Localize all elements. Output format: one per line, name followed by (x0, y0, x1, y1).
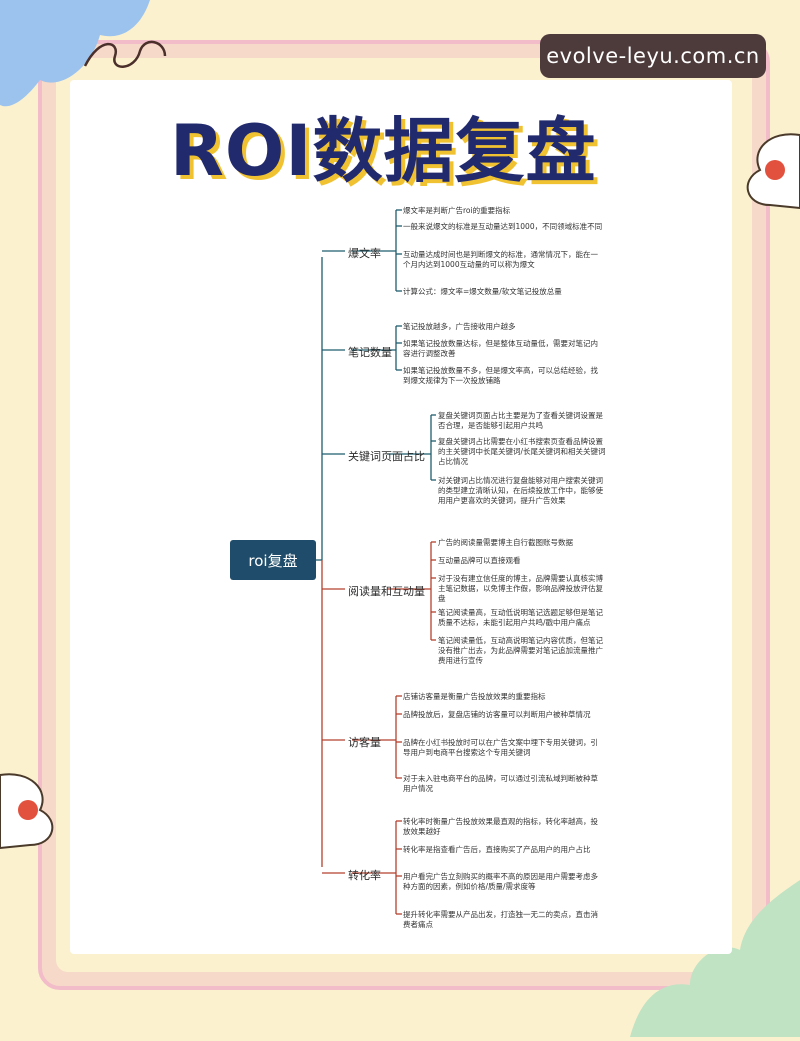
leaf-item: 笔记投放越多，广告接收用户越多 (403, 322, 516, 331)
branch-label: 关键词页面占比 (348, 450, 425, 463)
leaf-item: 用户看完广告立刻购买的概率不高的原因是用户需要考虑多种方面的因素，例如价格/质量… (403, 872, 598, 891)
branch-label: 爆文率 (348, 247, 381, 260)
branch-label: 阅读量和互动量 (348, 585, 425, 598)
leaf-item: 转化率时衡量广告投放效果最直观的指标，转化率越高，投放效果越好 (403, 817, 598, 836)
leaf-item: 对于没有建立信任度的博主，品牌需要认真核实博主笔记数据，以免博主作假，影响品牌投… (438, 574, 603, 603)
leaf-item: 一般来说爆文的标准是互动量达到1000，不同领域标准不同 (403, 222, 603, 231)
leaf-item: 爆文率是判断广告roi的重要指标 (403, 206, 511, 215)
leaf-item: 对于未入驻电商平台的品牌，可以通过引流私域判断被种草用户情况 (403, 774, 598, 793)
branch-label: 转化率 (348, 869, 381, 882)
leaf-item: 互动量达成时间也是判断爆文的标准，通常情况下，能在一个月内达到1000互动量的可… (403, 250, 598, 269)
branch-label: 访客量 (348, 736, 381, 749)
leaf-item: 对关键词占比情况进行复盘能够对用户搜索关键词的类型建立清晰认知，在后续投放工作中… (438, 476, 603, 505)
flower-icon-right (730, 130, 800, 210)
root-node: roi复盘 (230, 540, 316, 580)
blue-blob-decoration (0, 0, 160, 120)
leaf-item: 店铺访客量是衡量广告投放效果的重要指标 (403, 692, 546, 701)
page-title: ROI数据复盘 (170, 110, 597, 192)
leaf-item: 互动量品牌可以直接观看 (438, 556, 521, 565)
flower-icon-left (0, 770, 70, 850)
leaf-item: 如果笔记投放数量达标，但是整体互动量低，需要对笔记内容进行调整改善 (403, 339, 598, 358)
leaf-item: 笔记阅读量高，互动低说明笔记选题足够但是笔记质量不达标，未能引起用户共鸣/戳中用… (438, 608, 603, 627)
leaf-item: 笔记阅读量低，互动高说明笔记内容优质，但笔记没有推广出去，为此品牌需要对笔记追加… (438, 636, 603, 665)
leaf-item: 计算公式：爆文率=爆文数量/软文笔记投放总量 (403, 287, 562, 296)
leaf-item: 复盘关键词页面占比主要是为了查看关键词设置是否合理，是否能够引起用户共鸣 (438, 411, 603, 430)
watermark: evolve-leyu.com.cn (540, 34, 766, 78)
leaf-item: 品牌投放后，复盘店铺的访客量可以判断用户被种草情况 (403, 710, 591, 719)
leaf-item: 广告的阅读量需要博主自行截图账号数据 (438, 538, 573, 547)
green-blob-decoration (620, 880, 800, 1037)
leaf-item: 品牌在小红书投放时可以在广告文案中埋下专用关键词，引导用户到电商平台搜索这个专用… (403, 738, 598, 757)
leaf-item: 如果笔记投放数量不多，但是爆文率高，可以总结经验，找到爆文规律为下一次投放铺路 (403, 366, 598, 385)
branch-label: 笔记数量 (348, 346, 392, 359)
leaf-item: 转化率是指查看广告后，直接购买了产品用户的用户占比 (403, 845, 591, 854)
leaf-item: 复盘关键词占比需要在小红书搜索页查看品牌设置的主关键词中长尾关键词/长尾关键词和… (438, 437, 606, 466)
swirl-decoration (80, 36, 170, 76)
leaf-item: 提升转化率需要从产品出发，打造独一无二的卖点，直击消费者痛点 (403, 910, 598, 929)
